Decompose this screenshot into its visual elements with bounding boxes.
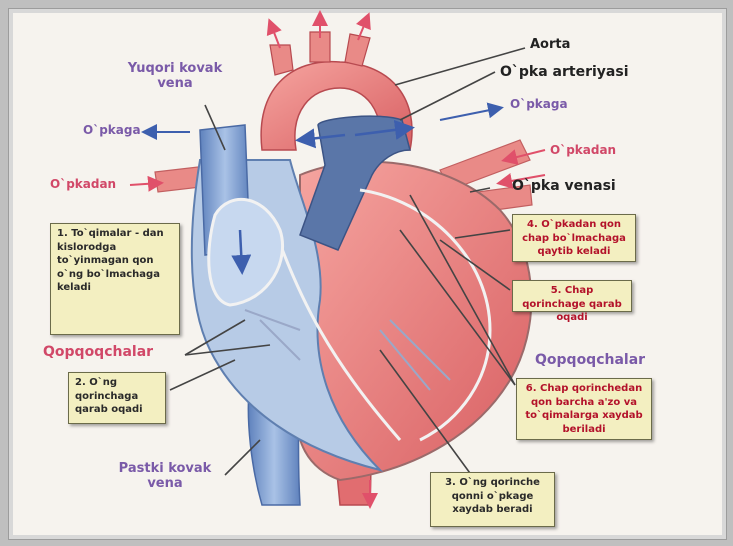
arrow-to-lungs-right bbox=[440, 108, 500, 120]
label-to-lungs-left: O`pkaga bbox=[83, 124, 141, 138]
label-superior-vena-cava: Yuqori kovak vena bbox=[125, 62, 225, 92]
step-1-box: 1. To`qimalar - dan kislorodga to`yinmag… bbox=[50, 223, 180, 335]
step-5-box: 5. Chap qorinchage qarab oqadi bbox=[512, 280, 632, 312]
arrow-from-lungs-left bbox=[130, 183, 160, 185]
label-pulmonary-vein: O`pka venasi bbox=[512, 178, 616, 194]
arrow-aorta-up-1 bbox=[270, 22, 280, 48]
label-from-lungs-left: O`pkadan bbox=[50, 178, 116, 192]
label-inferior-vena-cava: Pastki kovak vena bbox=[100, 462, 230, 492]
label-valves-left: Qopqoqchalar bbox=[43, 344, 153, 360]
label-aorta: Aorta bbox=[530, 38, 570, 53]
label-pulmonary-artery: O`pka arteriyasi bbox=[500, 64, 629, 80]
step-4-box: 4. O`pkadan qon chap bo`lmachaga qaytib … bbox=[512, 214, 636, 262]
step-3-box: 3. O`ng qorinche qonni o`pkage xaydab be… bbox=[430, 472, 555, 527]
step-2-box: 2. O`ng qorinchaga qarab oqadi bbox=[68, 372, 166, 424]
label-valves-right: Qopqoqchalar bbox=[535, 352, 645, 368]
label-to-lungs-right: O`pkaga bbox=[510, 98, 568, 112]
label-from-lungs-right: O`pkadan bbox=[550, 144, 616, 158]
step-6-box: 6. Chap qorinchedan qon barcha a'zo va t… bbox=[516, 378, 652, 440]
